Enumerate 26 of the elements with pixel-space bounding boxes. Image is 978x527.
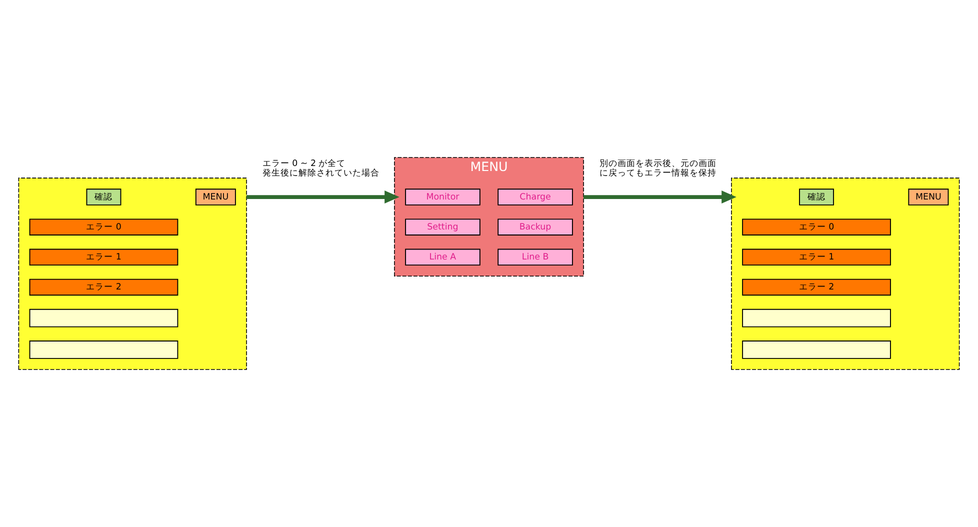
- node-box: エラー 0: [29, 218, 178, 236]
- node-box: [742, 308, 891, 328]
- node-box: 確認: [799, 188, 834, 206]
- arrow: [246, 190, 400, 204]
- node-box: Line A: [405, 248, 480, 266]
- node-box: Setting: [405, 218, 480, 236]
- node-box: エラー 2: [29, 278, 178, 296]
- node-box: エラー 1: [742, 248, 891, 266]
- node-box: [29, 308, 178, 328]
- node-box: [29, 340, 178, 359]
- node-box: Monitor: [405, 188, 480, 206]
- node-box: [742, 340, 891, 359]
- node-box: エラー 2: [742, 278, 891, 296]
- node-box: エラー 0: [742, 218, 891, 236]
- node-box: Charge: [498, 188, 573, 206]
- edge-label: 別の画面を表示後、元の画面に戻ってもエラー情報を保持: [599, 159, 716, 179]
- node-box: Backup: [498, 218, 573, 236]
- edge-label: エラー 0 ~ 2 が全て発生後に解除されていた場合: [262, 159, 380, 179]
- node-box: MENU: [195, 188, 236, 206]
- node-box: エラー 1: [29, 248, 178, 266]
- node-box: Line B: [498, 248, 573, 266]
- cluster: [18, 178, 247, 370]
- node-box: 確認: [86, 188, 122, 206]
- node-box: MENU: [908, 188, 949, 206]
- cluster: [731, 178, 960, 370]
- arrow: [584, 190, 736, 204]
